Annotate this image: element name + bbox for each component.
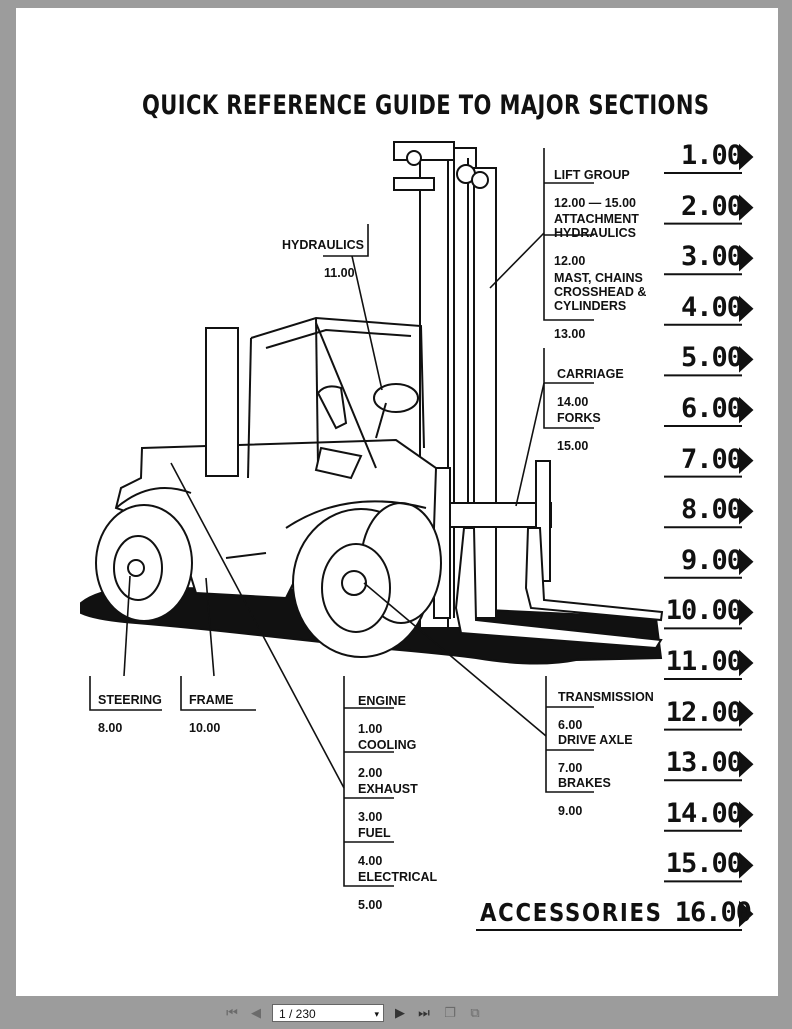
page-number-value: 1 / 230	[279, 1007, 316, 1021]
callout-drive-axle-name: DRIVE AXLE	[558, 733, 633, 747]
callout-forks-name: FORKS	[557, 411, 601, 425]
callout-cooling-num: 2.00	[358, 766, 383, 780]
page-number-field[interactable]: 1 / 230 ▾	[272, 1004, 384, 1022]
callout-fuel-num: 4.00	[358, 854, 383, 868]
section-number: 6.00	[680, 393, 743, 424]
callout-drive-axle: DRIVE AXLE 7.00	[558, 719, 633, 789]
section-number: 8.00	[680, 494, 743, 526]
section-arrow-icon	[739, 244, 754, 272]
viewer-toolbar: ⏮ ◀ 1 / 230 ▾ ▶ ⏭ ❐ ⧉	[0, 998, 792, 1029]
section-number: 12.00	[665, 696, 743, 728]
section-number: 2.00	[680, 190, 743, 222]
callout-attachment-hydraulics: ATTACHMENT HYDRAULICS 12.00	[554, 198, 639, 282]
section-number: 1.00	[680, 140, 743, 171]
callout-frame-num: 10.00	[189, 721, 221, 735]
callout-forks: FORKS 15.00	[557, 397, 601, 467]
section-number: 13.00	[665, 747, 743, 779]
section-arrow-icon	[739, 599, 754, 626]
callout-mast-name: MAST, CHAINS CROSSHEAD & CYLINDERS	[554, 271, 647, 313]
section-arrow-icon	[739, 346, 754, 373]
section-arrow-icon	[739, 447, 754, 474]
section-number: 3.00	[680, 241, 743, 273]
callout-hydraulics-name: HYDRAULICS	[282, 238, 364, 252]
section-number: 15.00	[665, 848, 743, 880]
callout-brakes-num: 9.00	[558, 804, 583, 818]
first-page-icon[interactable]: ⏮	[226, 1006, 238, 1021]
section-number: 10.00	[665, 595, 743, 627]
callout-drive-axle-num: 7.00	[558, 761, 583, 775]
callout-fuel: FUEL 4.00	[358, 812, 391, 882]
section-number: 5.00	[680, 342, 743, 374]
section-arrow-icon	[739, 396, 754, 424]
callout-mast-num: 13.00	[554, 327, 586, 341]
callout-lift-group: LIFT GROUP 12.00 — 15.00	[554, 154, 636, 224]
callout-cooling: COOLING 2.00	[358, 724, 416, 794]
callout-carriage-name: CARRIAGE	[557, 367, 624, 381]
callout-exhaust-num: 3.00	[358, 810, 383, 824]
last-page-icon[interactable]: ⏭	[418, 1006, 430, 1021]
callout-engine: ENGINE 1.00	[358, 680, 406, 750]
callout-mast: MAST, CHAINS CROSSHEAD & CYLINDERS 13.00	[554, 257, 646, 355]
callout-steering: STEERING 8.00	[98, 679, 162, 749]
two-page-view-icon[interactable]: ⧉	[470, 1006, 480, 1021]
callout-steering-name: STEERING	[98, 693, 162, 707]
callout-transmission: TRANSMISSION 6.00	[558, 676, 654, 746]
section-number: 4.00	[680, 291, 743, 323]
callout-exhaust: EXHAUST 3.00	[358, 768, 418, 838]
callout-forks-num: 15.00	[557, 439, 589, 453]
section-number: 11.00	[665, 646, 743, 677]
callout-lift-group-name: LIFT GROUP	[554, 168, 630, 182]
callout-brakes-name: BRAKES	[558, 776, 611, 790]
callout-carriage: CARRIAGE 14.00	[557, 353, 624, 423]
section-number: 7.00	[680, 443, 743, 475]
section-arrow-icon	[739, 852, 754, 879]
callout-carriage-num: 14.00	[557, 395, 589, 409]
callout-frame: FRAME 10.00	[189, 679, 233, 749]
callout-electrical-num: 5.00	[358, 898, 383, 912]
section-arrow-icon	[739, 649, 754, 677]
callout-attachment-name: ATTACHMENT HYDRAULICS	[554, 212, 639, 240]
callout-exhaust-name: EXHAUST	[358, 782, 418, 796]
section-arrow-icon	[739, 750, 754, 778]
page-dropdown-icon[interactable]: ▾	[374, 1009, 379, 1019]
document-page: QUICK REFERENCE GUIDE TO MAJOR SECTIONS	[16, 8, 778, 996]
callout-electrical-name: ELECTRICAL	[358, 870, 438, 884]
forklift-illustration	[80, 141, 754, 931]
single-page-view-icon[interactable]: ❐	[444, 1006, 456, 1021]
accessories-label: ACCESSORIES	[480, 898, 663, 927]
next-page-icon[interactable]: ▶	[395, 1006, 405, 1021]
callout-electrical: ELECTRICAL 5.00	[358, 856, 437, 926]
section-arrow-icon	[739, 194, 754, 221]
callout-hydraulics-num: 11.00	[324, 266, 355, 280]
accessories-arrow-icon	[739, 900, 754, 928]
section-arrow-icon	[739, 548, 754, 576]
callout-engine-name: ENGINE	[358, 694, 406, 708]
section-arrow-icon	[739, 700, 754, 727]
callout-cooling-name: COOLING	[358, 738, 417, 752]
callout-hydraulics: HYDRAULICS 11.00	[282, 224, 364, 294]
callout-fuel-name: FUEL	[358, 826, 391, 840]
section-arrow-icon	[739, 295, 754, 323]
previous-page-icon[interactable]: ◀	[251, 1006, 261, 1021]
callout-steering-num: 8.00	[98, 721, 123, 735]
section-number: 14.00	[665, 797, 743, 829]
callout-engine-num: 1.00	[358, 722, 383, 736]
callout-brakes: BRAKES 9.00	[558, 762, 611, 832]
section-number: 9.00	[680, 544, 743, 576]
section-arrow-icon	[739, 801, 754, 829]
callout-frame-name: FRAME	[189, 693, 234, 707]
section-arrow-icon	[739, 497, 754, 525]
callout-attachment-num: 12.00	[554, 254, 586, 268]
accessories-section-number: 16.00	[674, 897, 752, 928]
callout-lift-group-num: 12.00 — 15.00	[554, 196, 637, 210]
callout-transmission-name: TRANSMISSION	[558, 690, 654, 704]
section-arrow-icon	[739, 143, 754, 171]
callout-transmission-num: 6.00	[558, 718, 583, 732]
